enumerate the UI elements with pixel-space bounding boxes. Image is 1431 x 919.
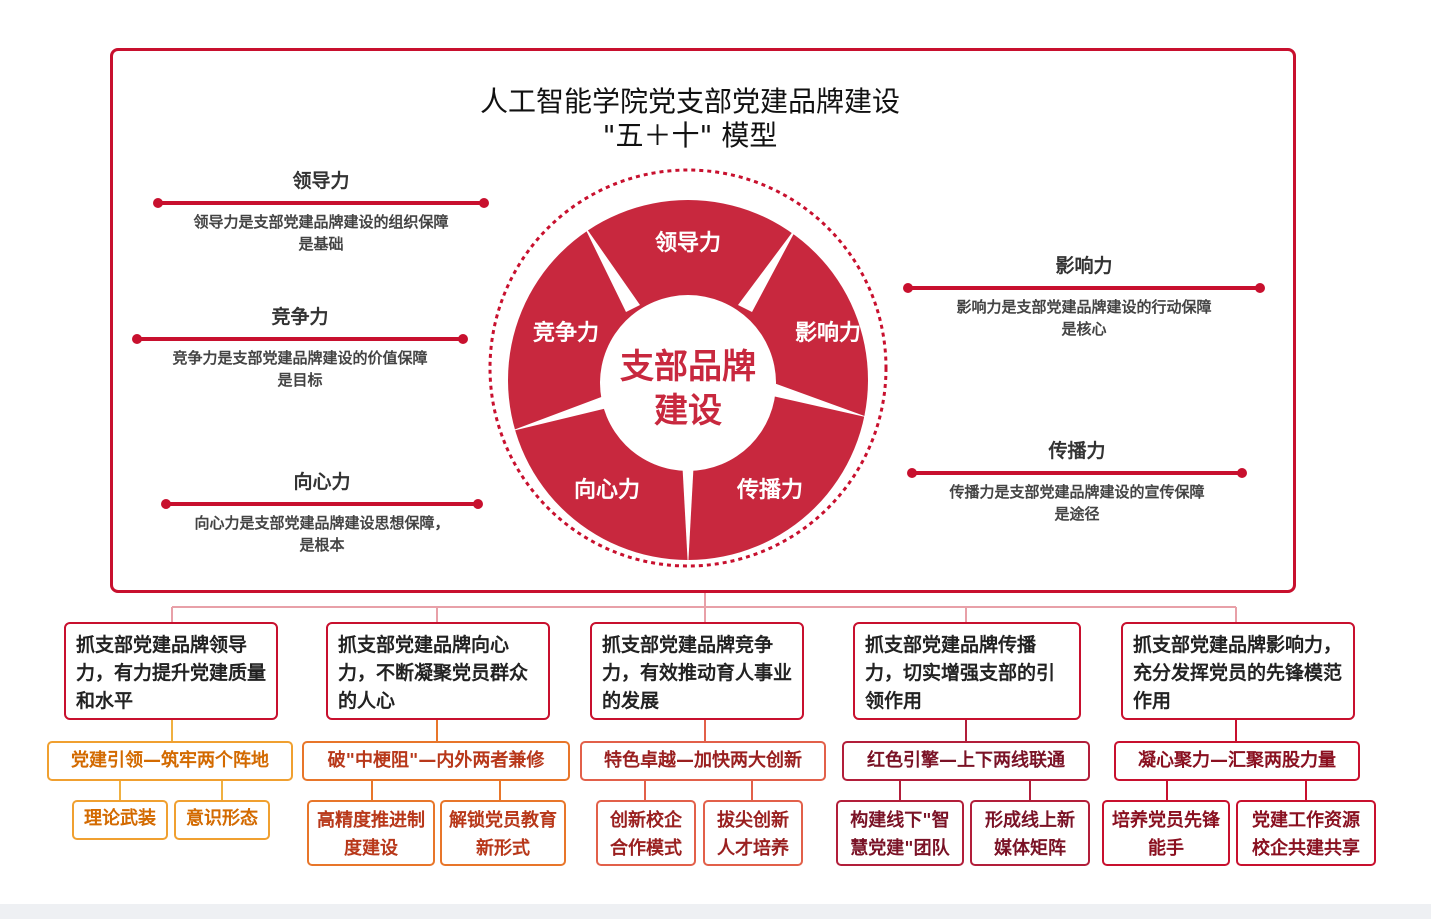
feature-desc: 传播力是支部党建品牌建设的宣传保障 (949, 483, 1205, 501)
segment-label: 领导力 (655, 230, 721, 255)
spoke-bottom (681, 440, 695, 568)
leaf-item: 解锁党员教育新形式 (440, 800, 566, 866)
leaf-item: 拔尖创新人才培养 (703, 800, 803, 866)
feature-desc: 影响力是支部党建品牌建设的行动保障 (956, 298, 1212, 316)
branch-box: 抓支部党建品牌传播力，切实增强支部的引领作用 (853, 622, 1081, 720)
branch-tag: 红色引擎—上下两线联通 (842, 741, 1090, 781)
diagram-title: 人工智能学院党支部党建品牌建设 (479, 85, 900, 118)
feature-communication: 传播力 传播力是支部党建品牌建设的宣传保障 是途径 (907, 436, 1247, 525)
segment-label: 传播力 (736, 477, 803, 502)
model-frame (110, 48, 1296, 593)
feature-name: 领导力 (292, 170, 350, 192)
branch-box: 抓支部党建品牌向心力，不断凝聚党员群众的人心 (326, 622, 550, 720)
wheel-center (600, 295, 776, 471)
spoke-right (755, 378, 870, 418)
feature-rule (903, 283, 1265, 293)
feature-name: 影响力 (1055, 255, 1113, 277)
feature-rule (132, 334, 468, 344)
spoke-left (508, 390, 624, 432)
center-label: 支部品牌 (620, 347, 756, 387)
center-label: 建设 (654, 391, 722, 431)
leaf-item: 意识形态 (174, 800, 270, 840)
branch-tag: 破"中梗阻"—内外两者兼修 (302, 741, 570, 781)
feature-desc: 是目标 (277, 371, 323, 389)
segment-label: 影响力 (795, 320, 861, 345)
feature-competitiveness: 竞争力 竞争力是支部党建品牌建设的价值保障 是目标 (132, 302, 468, 391)
feature-name: 传播力 (1048, 440, 1106, 462)
feature-leadership: 领导力 领导力是支部党建品牌建设的组织保障 是基础 (153, 166, 489, 255)
feature-rule (153, 198, 489, 208)
feature-influence: 影响力 影响力是支部党建品牌建设的行动保障 是核心 (903, 251, 1265, 340)
bottom-strip (0, 904, 1431, 919)
leaf-item: 创新校企合作模式 (596, 800, 696, 866)
branch-box: 抓支部党建品牌领导力，有力提升党建质量和水平 (64, 622, 278, 720)
wheel-spokes (508, 222, 870, 568)
feature-name: 向心力 (293, 471, 351, 493)
feature-name: 竞争力 (271, 306, 329, 328)
leaf-item: 形成线上新媒体矩阵 (970, 800, 1090, 866)
branch-tag: 凝心聚力—汇聚两股力量 (1114, 741, 1360, 781)
feature-desc: 是基础 (298, 235, 344, 253)
segment-label: 向心力 (574, 477, 640, 502)
branch-tag: 特色卓越—加快两大创新 (580, 741, 826, 781)
leaf-item: 理论武装 (72, 800, 168, 840)
leaf-item: 党建工作资源校企共建共享 (1236, 800, 1376, 866)
feature-desc: 是根本 (299, 536, 345, 554)
leaf-item: 培养党员先锋能手 (1102, 800, 1230, 866)
feature-rule (161, 499, 483, 509)
wheel-dashed-ring (488, 168, 888, 568)
diagram-subtitle: "五＋十" 模型 (602, 119, 778, 152)
feature-desc: 是核心 (1061, 320, 1107, 338)
segment-label: 竞争力 (533, 320, 599, 345)
branch-box: 抓支部党建品牌影响力，充分发挥党员的先锋模范作用 (1121, 622, 1355, 720)
feature-rule (907, 468, 1247, 478)
spoke-top-right (738, 222, 800, 312)
feature-desc: 竞争力是支部党建品牌建设的价值保障 (172, 349, 428, 367)
leaf-item: 高精度推进制度建设 (307, 800, 435, 866)
feature-cohesion: 向心力 向心力是支部党建品牌建设思想保障， 是根本 (161, 467, 483, 556)
leaf-item: 构建线下"智慧党建"团队 (836, 800, 964, 866)
branch-tag: 党建引领—筑牢两个阵地 (47, 741, 293, 781)
branch-box: 抓支部党建品牌竞争力，有效推动育人事业的发展 (590, 622, 804, 720)
feature-desc: 是途径 (1054, 505, 1100, 523)
spoke-top-left (582, 222, 640, 312)
feature-desc: 向心力是支部党建品牌建设思想保障， (194, 514, 450, 532)
feature-desc: 领导力是支部党建品牌建设的组织保障 (193, 213, 449, 231)
